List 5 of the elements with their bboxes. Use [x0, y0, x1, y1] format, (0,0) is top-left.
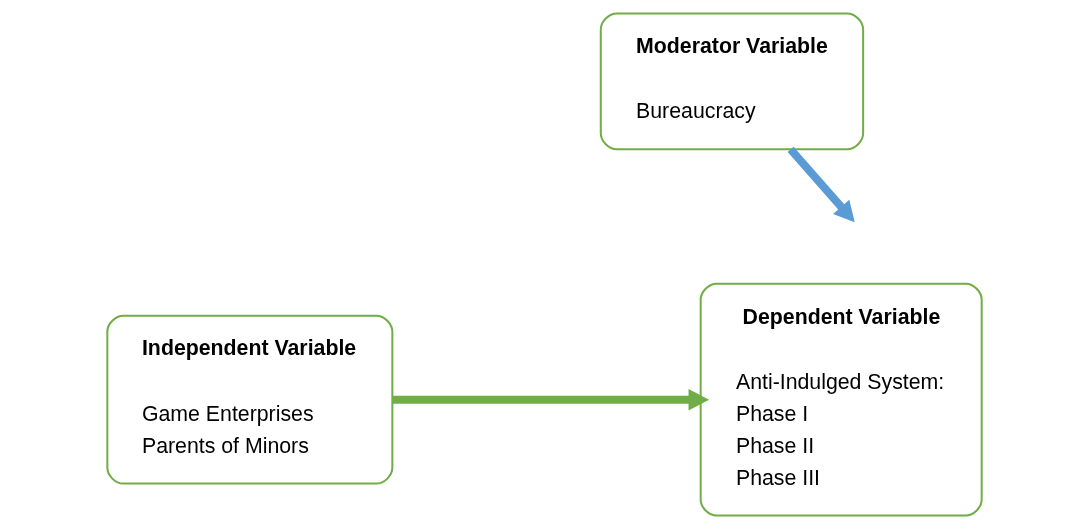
node-box: Moderator Variable Bureaucracy: [599, 12, 865, 151]
node-box: Independent Variable Game Enterprises Parents of Minors: [106, 314, 394, 485]
arrow: [392, 388, 710, 411]
arrow: [787, 146, 855, 223]
node-box: Dependent Variable Anti-Indulged System: Phase I Phase II Phase III: [699, 282, 983, 517]
